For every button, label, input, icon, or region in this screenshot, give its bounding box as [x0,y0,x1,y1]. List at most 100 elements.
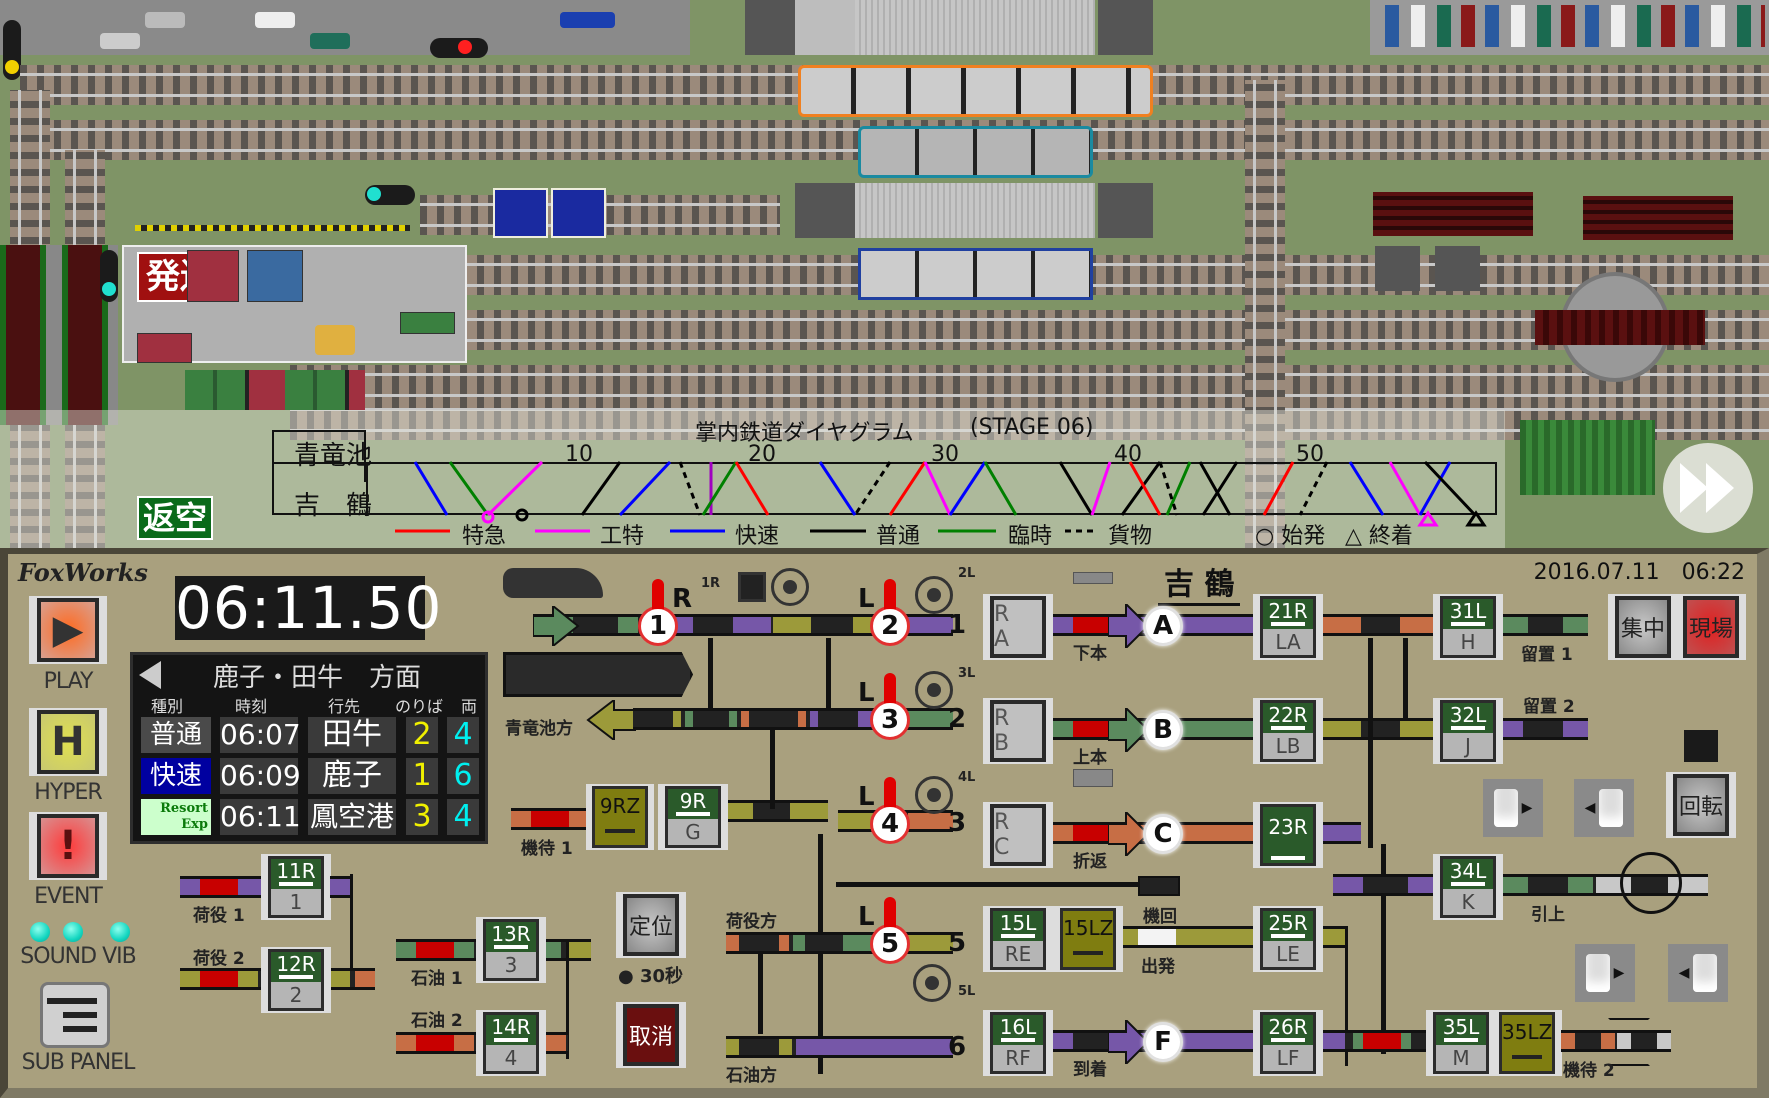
connector-line [350,874,353,986]
row2-track: 1 [406,758,438,794]
play-label: PLAY [43,669,94,694]
shunt-signal-right-button[interactable]: ▶ [1483,779,1543,837]
event-button[interactable]: ! [29,812,107,880]
signal-4-lever[interactable] [884,777,896,807]
rotate-turntable-button[interactable]: 回転 [1666,772,1736,838]
train-teal-line [858,126,1093,178]
track-number-6: 6 [948,1032,967,1062]
fast-forward-button[interactable] [1663,443,1753,533]
route-RC-button[interactable]: R C [983,802,1053,868]
route-12R-sub: 2 [271,982,321,1008]
point-switch-1R[interactable] [738,572,766,602]
label-3L: 3L [958,666,976,681]
sound-led[interactable] [30,922,50,942]
normal-position-button[interactable]: 定位 [616,892,686,958]
route-16L-sub: RF [993,1045,1043,1071]
route-35LZ-button[interactable]: 35LZ [1492,1010,1562,1076]
board-prev-arrow-icon[interactable] [139,661,161,689]
route-23R-button[interactable]: 23R [1253,802,1323,868]
lamp-icon [1599,789,1624,827]
signal-5-button[interactable]: 5 [870,924,910,964]
route-RA-button[interactable]: R A [983,594,1053,660]
route-15LZ-button[interactable]: 15LZ [1053,906,1123,972]
signal-1-lever[interactable] [652,579,664,609]
vib-led[interactable] [110,922,130,942]
departure-board: 鹿子・田牛 方面 種別 時刻 行先 のりば 両 普通 06:07 田牛 2 4 … [130,652,488,844]
route-B-button[interactable]: B [1143,710,1183,750]
legend-freight: 貨物 [1108,524,1153,549]
signal-5-lever[interactable] [884,897,896,927]
route-A-button[interactable]: A [1143,606,1183,646]
signal-4-button[interactable]: 4 [870,804,910,844]
blue-locomotive [551,188,606,238]
sleeper-pile [1373,192,1533,236]
signal-2-button[interactable]: 2 [870,606,910,646]
kitai1-label: 機待 1 [521,839,573,859]
route-22R-label: 22R [1263,703,1313,733]
diagram-divider [366,462,368,515]
cancel-button[interactable]: 取消 [616,1002,686,1068]
label-5L: 5L [958,984,976,999]
col-dest: 行先 [328,697,361,716]
track-number-3: 3 [948,808,967,838]
handwheel-icon[interactable] [915,671,953,709]
sound-led-2[interactable] [63,922,83,942]
container [187,250,239,302]
yard-view[interactable]: 発送 掌内鉄道ダイヤグラム (STAGE 06) 青竜池 吉 鶴 10 20 3… [0,0,1769,550]
sub-panel-button[interactable] [40,982,110,1048]
route-F-button[interactable]: F [1143,1022,1183,1062]
row1-cars: 4 [447,717,479,753]
connector-line [818,834,823,1074]
signal-3-lever[interactable] [884,673,896,703]
signal-3-button[interactable]: 3 [870,700,910,740]
row2-dest: 鹿子 [308,758,396,794]
handwheel-icon[interactable] [913,964,951,1002]
control-panel: FoxWorks 2016.07.11 06:22 ▶ PLAY H HYPER… [0,548,1769,1098]
container [400,312,455,334]
route-22R-sub: LB [1263,733,1313,759]
station-top-box [272,430,366,482]
centralized-button[interactable]: 集中 [1608,594,1678,660]
handwheel-icon[interactable] [771,568,809,606]
route-9RZ-button[interactable]: 9RZ [586,784,654,850]
container [247,250,303,302]
route-14R-sub: 4 [486,1045,536,1071]
tick-20: 20 [748,442,776,467]
route-35L-label: 35L [1436,1015,1486,1045]
local-button[interactable]: 現場 [1676,594,1746,660]
train-arrival-icon [503,568,603,598]
row3-track: 3 [406,799,438,835]
shunt-signal-right-2-button[interactable]: ▶ [1575,944,1635,1002]
tick-50: 50 [1296,442,1324,467]
hyper-button[interactable]: H [29,708,107,776]
handwheel-icon[interactable] [915,576,953,614]
right-arrow-icon: ▶ [1521,800,1533,816]
route-arrow-icon [1108,604,1148,648]
station-bottom-label: 吉 鶴 [294,491,373,521]
shunt-signal-left-button[interactable]: ◀ [1574,779,1634,837]
route-C-button[interactable]: C [1143,814,1183,854]
kitai2-track [1561,1030,1671,1052]
play-button[interactable]: ▶ [29,596,107,664]
route-14R-label: 14R [486,1015,536,1045]
handwheel-icon[interactable] [915,776,953,814]
route-arrow-icon [1108,812,1148,856]
route-RB-button[interactable]: R B [983,698,1053,764]
shunt-signal-left-2-button[interactable]: ◀ [1668,944,1728,1002]
signal-2-lever[interactable] [884,579,896,609]
